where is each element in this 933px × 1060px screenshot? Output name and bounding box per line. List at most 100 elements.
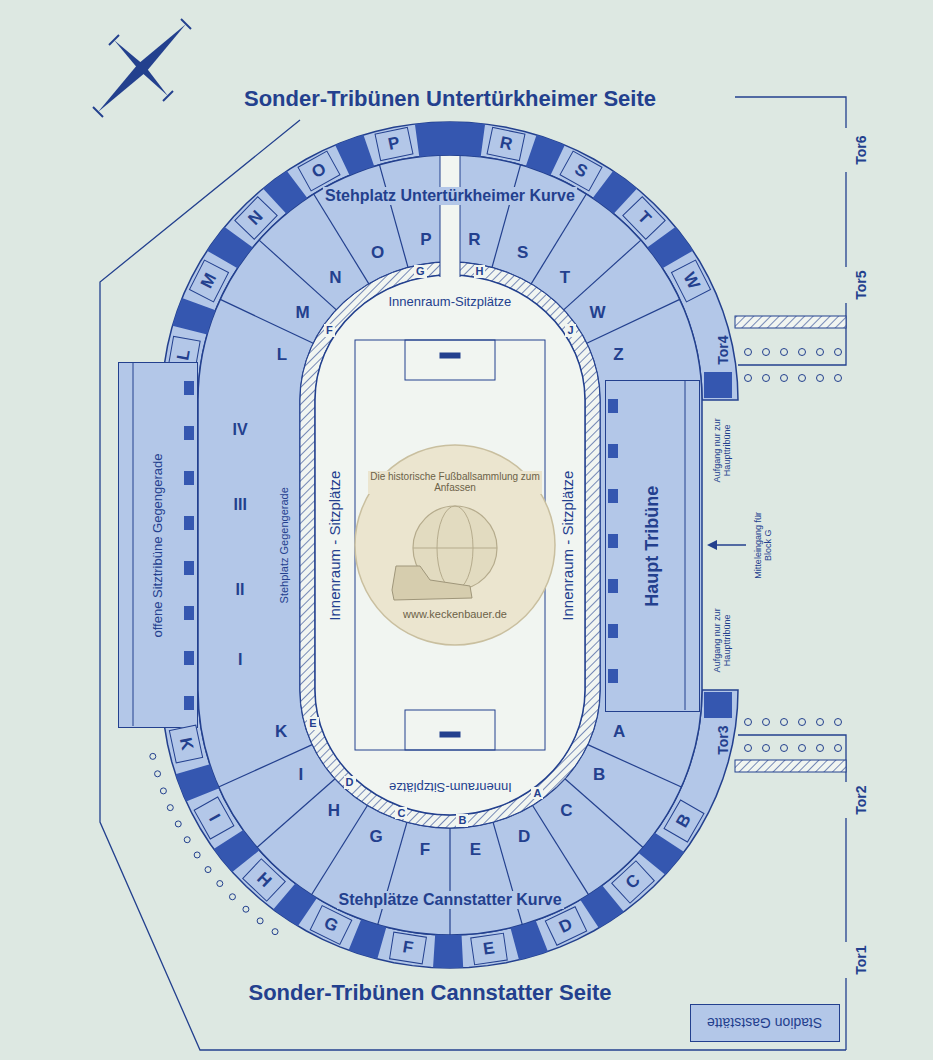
seating-label: Innenraum-Sitzplätze xyxy=(389,295,512,310)
fence-post xyxy=(155,771,161,777)
watermark-text: Die historische Fußballsammlung zum Anfa… xyxy=(368,471,542,494)
penalty-area xyxy=(405,340,495,380)
stand-label: P xyxy=(386,133,401,154)
fence-post xyxy=(205,867,211,873)
stand-divider xyxy=(685,381,686,710)
section-divider xyxy=(492,165,521,268)
fence-post xyxy=(194,852,200,858)
row-letter: G xyxy=(414,265,427,278)
gate-post xyxy=(763,349,770,356)
section-letter: M xyxy=(295,303,309,323)
block-number: III xyxy=(234,496,247,514)
running-track xyxy=(315,275,585,815)
gate-post xyxy=(799,349,806,356)
section-divider xyxy=(257,779,335,848)
stair-block xyxy=(638,833,684,875)
block-number: I xyxy=(238,651,242,669)
open-grandstand: offene Sitztribüne Gegengerade xyxy=(118,362,198,728)
section-letter: Z xyxy=(613,345,623,365)
seating-label: Innenraum-Sitzplätze xyxy=(389,779,512,794)
section-letter: I xyxy=(299,765,304,785)
wall-line xyxy=(735,97,846,128)
gate-label: Tor3 xyxy=(714,725,730,754)
row-letter: E xyxy=(307,717,318,730)
section-letter: N xyxy=(329,268,341,288)
stair-block xyxy=(415,122,485,157)
compass-tick xyxy=(93,107,103,117)
stand-title: Sonder-Tribünen Cannstatter Seite xyxy=(249,980,612,1005)
stair-block xyxy=(184,426,194,440)
section-letter: A xyxy=(613,722,625,742)
entrance-note: Aufgang nur zur Haupttribüne xyxy=(712,407,733,492)
gate-post xyxy=(781,349,788,356)
compass-tick xyxy=(163,91,173,101)
row-letter: A xyxy=(531,787,543,800)
fence-post xyxy=(167,805,173,811)
gate-label: Tor6 xyxy=(852,135,868,164)
stair-block xyxy=(433,935,463,968)
stair-block xyxy=(608,444,618,458)
stand-label: offene Sitztribüne Gegengerade xyxy=(151,453,166,637)
passage xyxy=(440,156,460,277)
fence-post xyxy=(217,881,223,887)
gate-post xyxy=(799,745,806,752)
terrace-title: Stehplätze Cannstatter Kurve xyxy=(337,891,564,909)
seating-label: Innenraum - Sitzplätze xyxy=(559,470,576,620)
section-letter: T xyxy=(560,268,570,288)
arrow-head xyxy=(707,540,717,550)
compass-rose xyxy=(93,19,191,117)
gate-post xyxy=(781,745,788,752)
section-letter: E xyxy=(470,840,481,860)
stair-block xyxy=(207,227,253,268)
gate-post xyxy=(745,719,752,726)
gate-post xyxy=(835,719,842,726)
section-letter: P xyxy=(420,230,431,250)
penalty-area xyxy=(405,710,495,750)
fence-post xyxy=(184,837,190,843)
stand-label: B xyxy=(672,811,695,831)
section-divider xyxy=(531,194,586,284)
section-letter: O xyxy=(371,243,384,263)
section-letter: P xyxy=(420,230,431,250)
watermark-text: Die historische Fußballsammlung zum Anfa… xyxy=(368,471,542,494)
gate-label: Tor4 xyxy=(714,335,730,364)
row-letter: F xyxy=(324,324,335,337)
restaurant-box: Stadion Gaststätte xyxy=(690,1004,840,1042)
entrance-note: Mitteleingang für Block G xyxy=(753,505,774,585)
stand-label: T xyxy=(634,208,655,229)
gate-label: Tor5 xyxy=(852,270,868,299)
terrace-title: Stehplatz Untertürkheimer Kurve xyxy=(323,187,577,205)
stair-block xyxy=(184,651,194,665)
gate-post xyxy=(763,375,770,382)
gate-label: Tor5 xyxy=(852,270,868,299)
seating-label: Innenraum - Sitzplätze xyxy=(326,470,343,620)
gate-post xyxy=(835,745,842,752)
stair-block xyxy=(184,561,194,575)
gate-post xyxy=(799,719,806,726)
stair-block xyxy=(526,135,565,175)
passage-wall xyxy=(440,156,441,277)
fence-post xyxy=(150,753,156,759)
stair-block xyxy=(704,372,732,398)
section-letter: L xyxy=(277,345,287,365)
section-box: E xyxy=(470,932,508,965)
compass-tick xyxy=(109,35,119,45)
gate-post xyxy=(781,375,788,382)
row-letter: E xyxy=(307,717,318,730)
section-letter: C xyxy=(560,801,572,821)
goal xyxy=(440,353,460,358)
stair-block xyxy=(176,764,220,801)
section-letter: R xyxy=(468,230,480,250)
section-letter: F xyxy=(420,840,430,860)
stair-block xyxy=(704,692,732,718)
section-letter: F xyxy=(420,840,430,860)
stand-label: N xyxy=(244,207,267,229)
row-letter: F xyxy=(324,324,335,337)
enclosure-line xyxy=(100,120,846,1050)
stair-block xyxy=(184,516,194,530)
terrace-title: Stehplatz Gegengerade xyxy=(278,487,291,603)
row-letter: C xyxy=(395,807,407,820)
section-divider xyxy=(587,299,680,343)
section-letter: D xyxy=(518,827,530,847)
goal xyxy=(440,732,460,737)
